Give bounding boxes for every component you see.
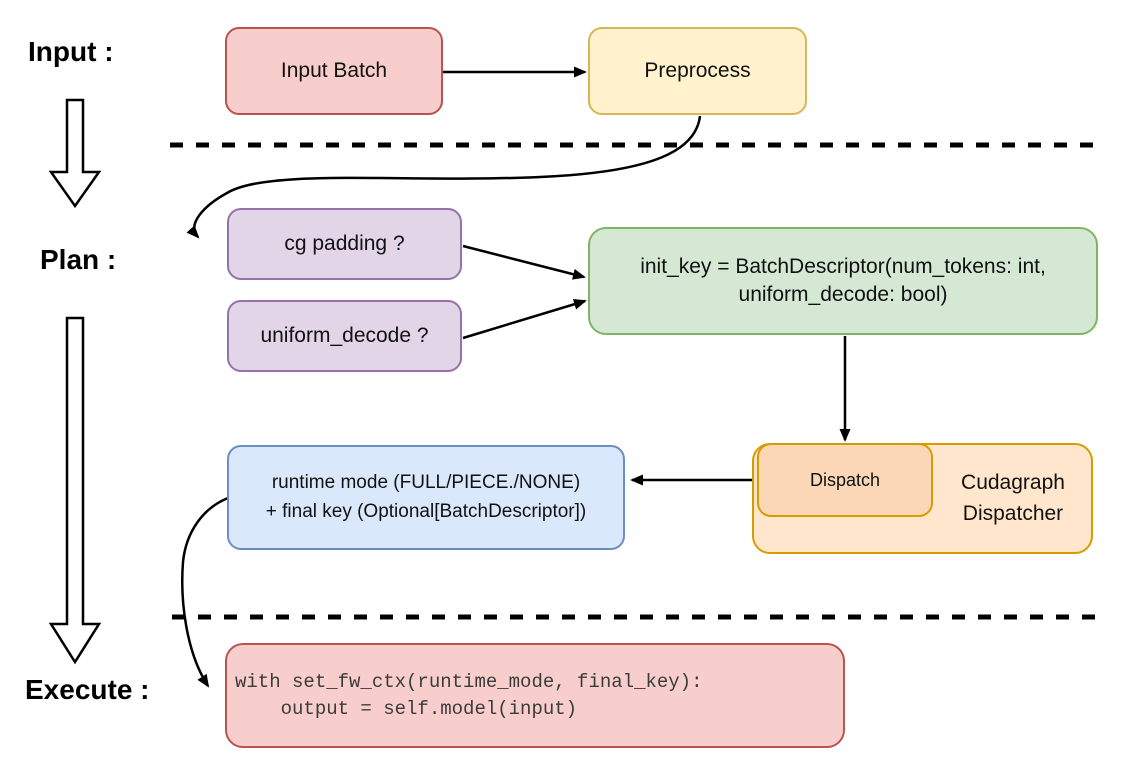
cudagraph-line1: Cudagraph	[961, 471, 1065, 495]
node-runtime-mode: runtime mode (FULL/PIECE./NONE) + final …	[227, 445, 625, 550]
node-init-key: init_key = BatchDescriptor(num_tokens: i…	[588, 227, 1098, 335]
node-preprocess: Preprocess	[588, 27, 807, 115]
cudagraph-dispatcher-label: Cudagraph Dispatcher	[933, 443, 1093, 554]
init-key-line1: init_key = BatchDescriptor(num_tokens: i…	[640, 254, 1046, 278]
execute-code-line1: with set_fw_ctx(runtime_mode, final_key)…	[235, 670, 703, 693]
runtime-mode-line1: runtime mode (FULL/PIECE./NONE)	[271, 472, 581, 493]
stage-label-input: Input :	[28, 36, 114, 67]
cudagraph-line2: Dispatcher	[962, 501, 1064, 525]
curve-preprocess-to-cg-padding	[186, 115, 702, 239]
curve-runtime-mode-to-execute-code	[181, 496, 229, 688]
stage-arrow-input-to-plan	[48, 98, 102, 209]
init-key-line2: uniform_decode: bool)	[738, 283, 948, 306]
arrow-cg-padding-to-init-key	[462, 244, 586, 280]
node-uniform-decode: uniform_decode ?	[227, 300, 462, 372]
node-dispatch: Dispatch	[757, 443, 933, 517]
execute-code-line2: output = self.model(input)	[235, 697, 578, 720]
node-cg-padding: cg padding ?	[227, 208, 462, 280]
stage-arrow-plan-to-execute	[48, 316, 102, 665]
node-input-batch: Input Batch	[225, 27, 443, 115]
stage-label-execute: Execute :	[25, 674, 150, 705]
arrow-uniform-decode-to-init-key	[462, 298, 587, 340]
stage-label-plan: Plan :	[40, 244, 117, 275]
runtime-mode-line2: + final key (Optional[BatchDescriptor])	[265, 500, 587, 522]
node-execute-code: with set_fw_ctx(runtime_mode, final_key)…	[225, 643, 845, 748]
